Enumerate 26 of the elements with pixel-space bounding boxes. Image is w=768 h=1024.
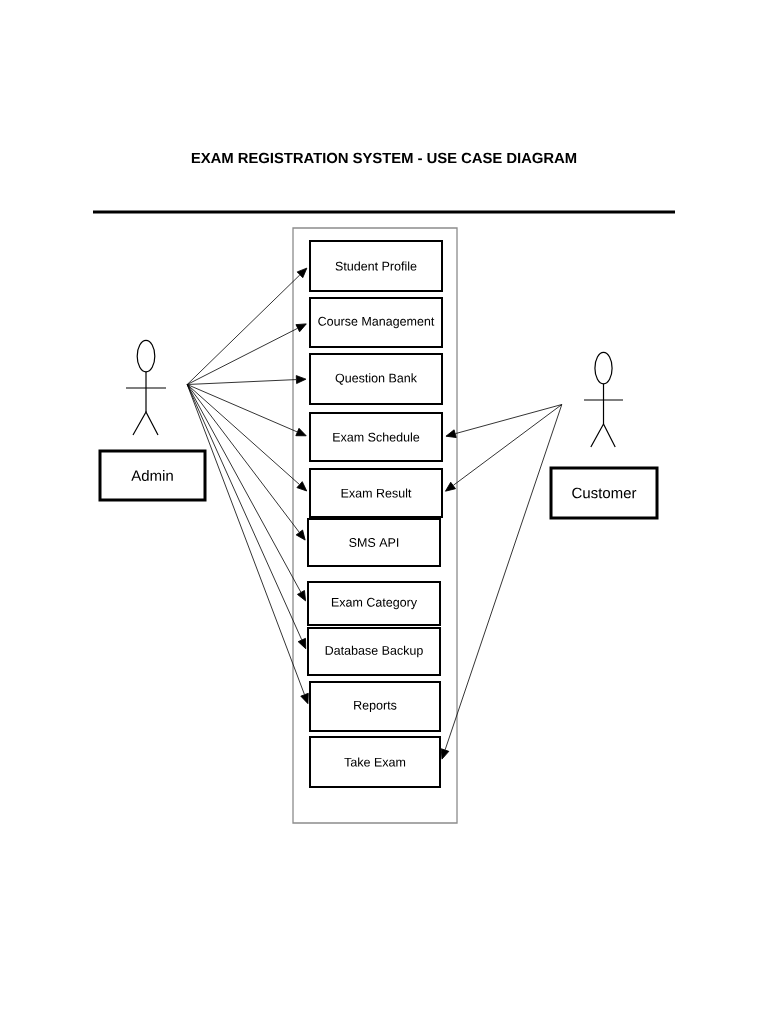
- arrow: [440, 404, 563, 760]
- arrow: [186, 384, 306, 541]
- stick-figure: [583, 351, 624, 448]
- arrow: [186, 384, 309, 705]
- arrow: [445, 404, 563, 438]
- arrow: [186, 384, 307, 437]
- use-case-box: Question Bank: [309, 353, 443, 405]
- arrow: [186, 267, 308, 385]
- use-case-box: Exam Schedule: [309, 412, 443, 462]
- title: EXAM REGISTRATION SYSTEM - USE CASE DIAGRAM: [191, 152, 577, 164]
- use-case-box: Database Backup: [307, 627, 441, 676]
- use-case-box: Reports: [309, 681, 441, 732]
- use-case-box: SMS API: [307, 518, 441, 567]
- arrow: [186, 323, 307, 385]
- system-boundary-box: [292, 227, 458, 824]
- stick-figure: [125, 339, 167, 436]
- arrow: [445, 404, 563, 492]
- use-case-box: Exam Category: [307, 581, 441, 626]
- use-case-box: Student Profile: [309, 240, 443, 292]
- use-case-box: Take Exam: [309, 736, 441, 788]
- actor-label-box: Admin: [98, 449, 207, 502]
- use-case-box: Course Management: [309, 297, 443, 348]
- arrow: [186, 384, 306, 602]
- actor-label-box: Customer: [549, 466, 659, 520]
- use-case-box: Exam Result: [309, 468, 443, 518]
- arrow: [186, 375, 307, 385]
